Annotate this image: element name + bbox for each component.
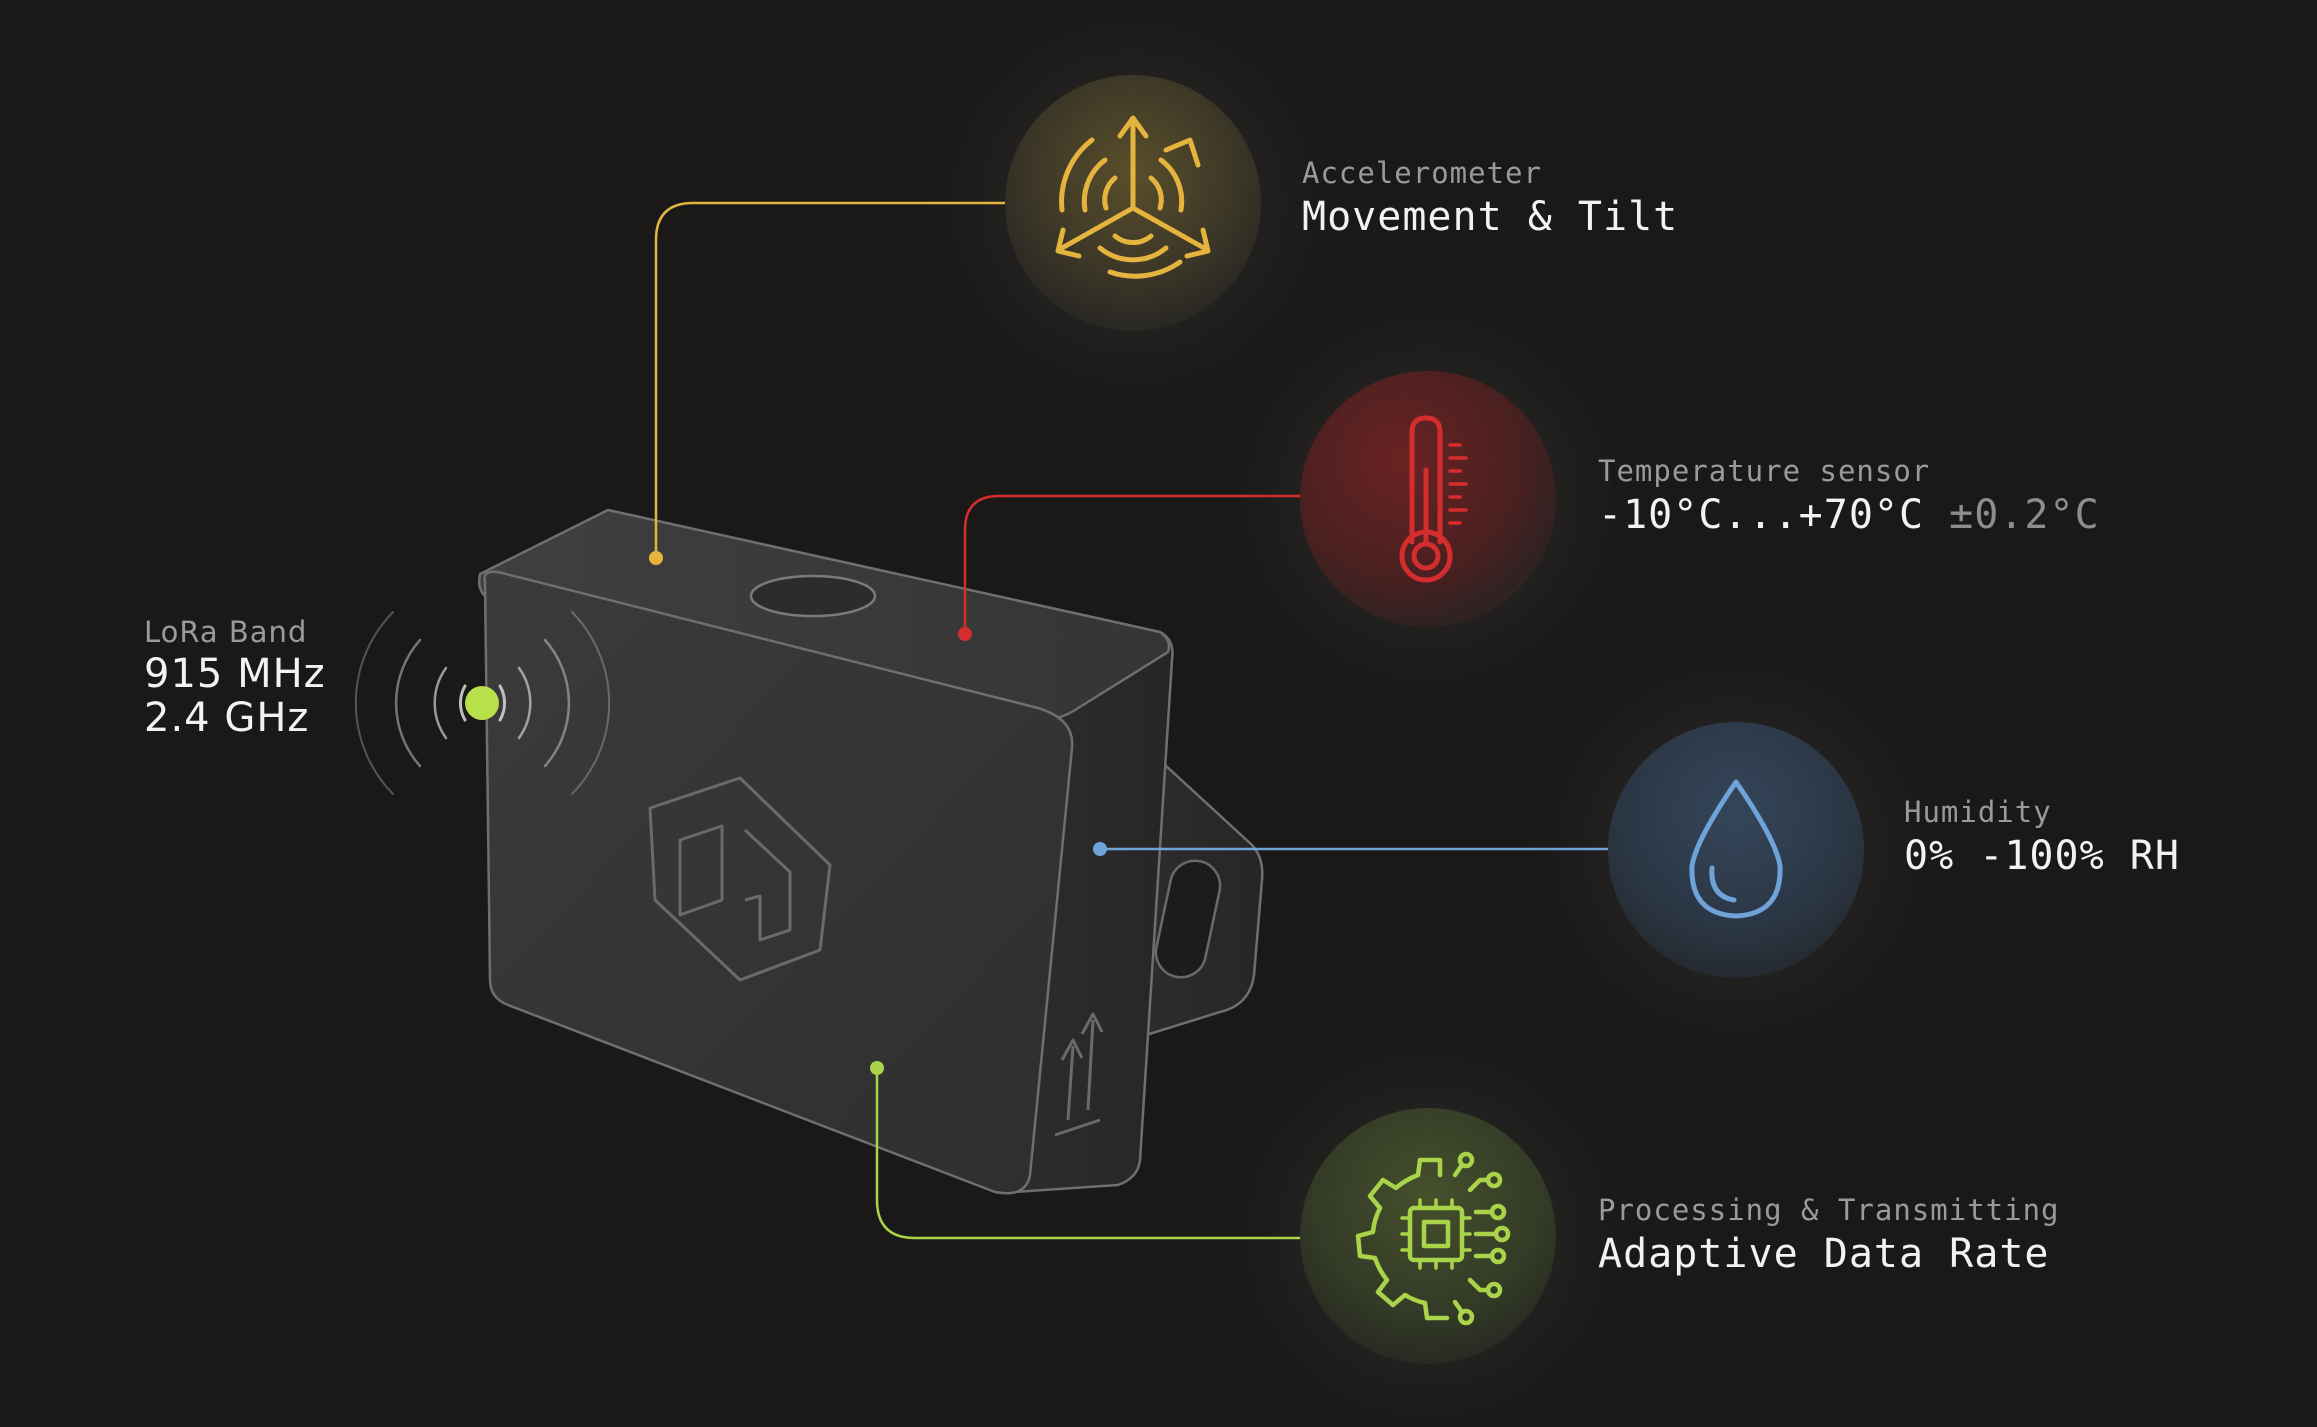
temperature-caption: Temperature sensor [1598, 454, 1931, 488]
lora-caption: LoRa Band [144, 615, 308, 649]
accelerometer-badge [1005, 75, 1261, 331]
bracket-slot [1154, 859, 1222, 979]
temperature-connector [963, 494, 1305, 634]
humidity-value: 0% -100% RH [1904, 833, 2180, 879]
thermometer-icon [1399, 415, 1468, 583]
lora-wave-rings [354, 611, 611, 795]
humidity-caption: Humidity [1904, 795, 2052, 829]
three-axis-motion-icon [1055, 115, 1211, 279]
accelerometer-label: Accelerometer Movement & Tilt [1302, 153, 1678, 241]
up-arrows-marking [1054, 1012, 1104, 1137]
water-drop-icon [1689, 779, 1783, 919]
gear-chip-icon [1355, 1151, 1511, 1326]
temperature-badge [1300, 371, 1556, 627]
processing-label: Processing & Transmitting Adaptive Data … [1598, 1190, 2060, 1278]
processing-connector [875, 1068, 1305, 1240]
sensor-device [478, 508, 1264, 1195]
processing-value: Adaptive Data Rate [1598, 1231, 2050, 1277]
temperature-point [958, 627, 972, 641]
lora-value-24: 2.4 GHz [144, 695, 310, 741]
humidity-label: Humidity 0% -100% RH [1904, 792, 2180, 880]
temperature-label: Temperature sensor -10°C...+70°C ±0.2°C [1598, 451, 2100, 539]
accelerometer-connector [654, 201, 1010, 558]
humidity-badge [1608, 722, 1864, 978]
device-front-face [483, 570, 1074, 1195]
temperature-accuracy: ±0.2°C [1949, 492, 2100, 538]
processing-point [870, 1061, 884, 1075]
device-logo [648, 776, 832, 982]
processing-caption: Processing & Transmitting [1598, 1193, 2060, 1227]
lora-band-label: LoRa Band 915 MHz 2.4 GHz [144, 612, 326, 740]
accelerometer-value: Movement & Tilt [1302, 194, 1679, 240]
temperature-value-line: -10°C...+70°C ±0.2°C [1598, 491, 2100, 539]
lora-value-915: 915 MHz [144, 651, 326, 697]
processing-badge [1300, 1108, 1556, 1364]
temperature-range: -10°C...+70°C [1598, 492, 1925, 538]
accelerometer-point [649, 551, 663, 565]
lora-antenna-dot [465, 686, 499, 720]
humidity-point [1093, 842, 1107, 856]
top-vent-port [749, 574, 877, 618]
accelerometer-caption: Accelerometer [1302, 156, 1542, 190]
